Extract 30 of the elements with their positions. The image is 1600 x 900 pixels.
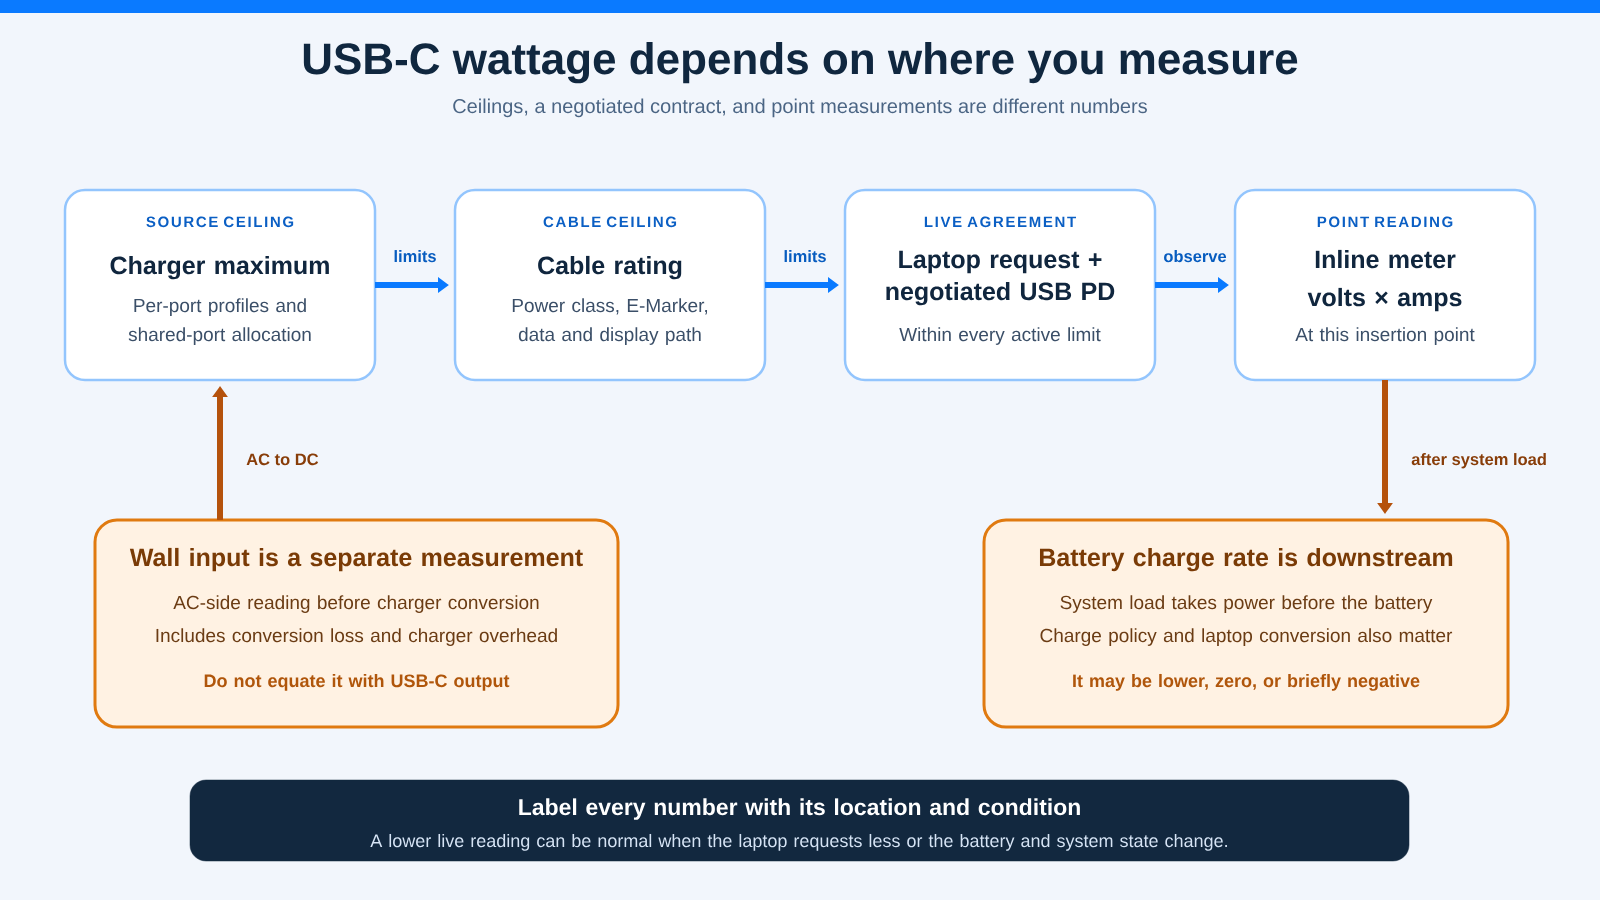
edge-label: limits — [394, 250, 436, 263]
card-title: Charger maximum — [110, 255, 329, 280]
card-text: Per-port profiles and shared-port allocation — [128, 298, 311, 345]
category-label: LIVE AGREEMENT — [924, 216, 1076, 228]
card-title: Laptop request + negotiated USB PD — [886, 250, 1115, 306]
category-label: CABLE CEILING — [543, 216, 677, 228]
callout-title: Wall input is a separate measurement — [129, 547, 583, 572]
category-label: POINT READING — [1317, 216, 1453, 228]
callout-text: Charge policy and laptop conversion also matter — [1040, 628, 1453, 646]
title: USB-C wattage depends on where you measure — [303, 42, 1298, 84]
card-text: At this insertion point — [1295, 327, 1475, 345]
edge-label: observe — [1164, 250, 1227, 263]
edge-label: after system load — [1411, 453, 1546, 469]
callout-note: It may be lower, zero, or briefly negative — [1073, 673, 1420, 691]
callout-text: AC-side reading before charger conversion — [173, 595, 539, 613]
card-title: Inline meter — [1315, 249, 1456, 269]
card-title: Cable rating — [538, 255, 682, 280]
banner-title: Label every number with its location and condition — [519, 798, 1080, 820]
card-title: volts × amps — [1307, 287, 1462, 312]
category-label: SOURCE CEILING — [146, 216, 294, 228]
subtitle: Ceilings, a negotiated contract, and point measurements are different numbers — [453, 98, 1147, 118]
callout-text: System load takes power before the battery — [1060, 595, 1433, 613]
edge-label: limits — [784, 250, 826, 263]
card-text: Within every active limit — [899, 327, 1101, 345]
banner-text: A lower live reading can be normal when the laptop requests less or the battery and system state change. — [370, 833, 1227, 851]
edge-label: AC to DC — [246, 453, 319, 466]
callout-text: Includes conversion loss and charger overhead — [156, 628, 557, 646]
card-text: Power class, E-Marker, data and display path — [512, 298, 707, 345]
callout-note: Do not equate it with USB-C output — [204, 673, 510, 691]
callout-title: Battery charge rate is downstream — [1040, 547, 1453, 572]
